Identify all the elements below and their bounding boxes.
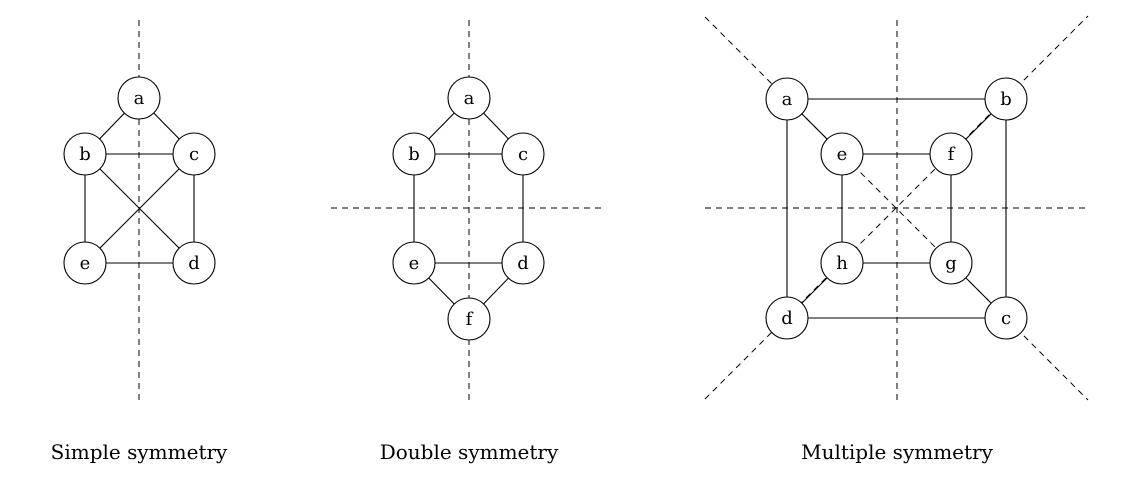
node-label: b xyxy=(79,144,91,165)
node-c: c xyxy=(984,296,1028,340)
node-label: c xyxy=(189,144,199,165)
node-circle xyxy=(820,132,864,176)
node-circle xyxy=(392,241,436,285)
node-b: b xyxy=(392,132,436,176)
node-b: b xyxy=(63,132,107,176)
node-label: d xyxy=(188,253,200,274)
node-label: a xyxy=(464,88,475,109)
node-c: c xyxy=(172,132,216,176)
node-circle xyxy=(392,132,436,176)
node-circle xyxy=(929,241,973,285)
node-e: e xyxy=(392,241,436,285)
node-g: g xyxy=(929,241,973,285)
node-a: a xyxy=(447,76,491,120)
node-circle xyxy=(501,241,545,285)
node-circle xyxy=(63,132,107,176)
node-label: d xyxy=(517,253,529,274)
node-circle xyxy=(447,76,491,120)
panel-double-symmetry: a b c d e f xyxy=(331,20,603,400)
node-label: b xyxy=(1000,89,1012,110)
symmetry-axis-diagonal xyxy=(704,16,1089,401)
node-f: f xyxy=(447,297,491,341)
node-d: d xyxy=(765,296,809,340)
node-circle xyxy=(447,297,491,341)
node-label: a xyxy=(134,88,145,109)
node-label: d xyxy=(781,308,793,329)
node-circle xyxy=(820,241,864,285)
node-label: c xyxy=(1001,308,1011,329)
node-label: f xyxy=(466,309,474,330)
caption-simple-symmetry: Simple symmetry xyxy=(51,440,228,464)
node-label: h xyxy=(836,253,848,274)
node-label: c xyxy=(518,144,528,165)
panel-simple-symmetry: a b c d e xyxy=(63,20,216,400)
node-circle xyxy=(63,241,107,285)
node-circle xyxy=(984,77,1028,121)
node-label: e xyxy=(80,253,91,274)
node-h: h xyxy=(820,241,864,285)
caption-multiple-symmetry: Multiple symmetry xyxy=(801,440,994,464)
edge-c-e xyxy=(84,153,195,264)
node-label: e xyxy=(409,253,420,274)
symmetry-axis-anti-diagonal xyxy=(704,15,1089,400)
node-label: e xyxy=(837,144,848,165)
node-circle xyxy=(172,132,216,176)
node-f: f xyxy=(929,132,973,176)
node-d: d xyxy=(172,241,216,285)
node-a: a xyxy=(117,76,161,120)
node-circle xyxy=(929,132,973,176)
node-d: d xyxy=(501,241,545,285)
node-label: a xyxy=(782,89,793,110)
node-c: c xyxy=(501,132,545,176)
node-b: b xyxy=(984,77,1028,121)
panel-multiple-symmetry: a b c d e f g h xyxy=(704,15,1089,401)
node-label: g xyxy=(945,253,957,274)
node-label: b xyxy=(408,144,420,165)
node-e: e xyxy=(63,241,107,285)
node-circle xyxy=(172,241,216,285)
node-circle xyxy=(765,77,809,121)
node-a: a xyxy=(765,77,809,121)
node-circle xyxy=(765,296,809,340)
node-circle xyxy=(984,296,1028,340)
node-e: e xyxy=(820,132,864,176)
node-circle xyxy=(117,76,161,120)
node-label: f xyxy=(948,144,956,165)
node-circle xyxy=(501,132,545,176)
caption-double-symmetry: Double symmetry xyxy=(380,440,559,464)
